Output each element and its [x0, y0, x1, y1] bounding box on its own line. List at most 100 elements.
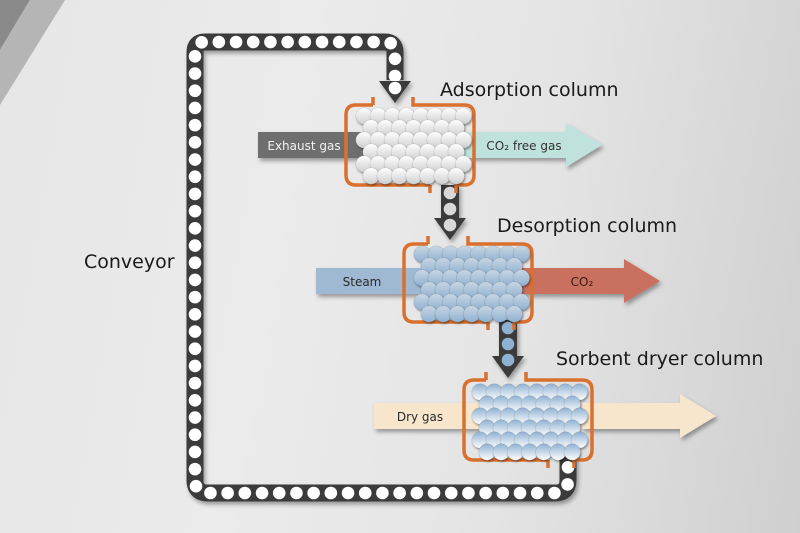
conveyor-bead	[188, 445, 202, 459]
conveyor-bead	[188, 394, 202, 407]
adsorption-column-title: Adsorption column	[440, 79, 619, 101]
conveyor-bead	[462, 486, 475, 500]
conveyor-bead	[188, 308, 202, 321]
inlet-label: Steam	[343, 275, 382, 289]
sorbent-dryer-column-title: Sorbent dryer column	[556, 348, 763, 370]
sorbent-particle	[447, 167, 465, 185]
conveyor-bead	[332, 35, 346, 49]
conveyor-bead	[376, 486, 389, 500]
conveyor-bead	[246, 35, 260, 49]
conveyor-belt	[186, 33, 577, 502]
conveyor-bead	[188, 118, 202, 132]
conveyor-bead	[229, 35, 243, 49]
conveyor-bead	[561, 478, 574, 491]
right-arrow-icon	[522, 259, 660, 303]
down-arrow-icon	[492, 356, 524, 378]
conveyor-bead	[188, 428, 202, 442]
desorption-to-dryer-arrow	[492, 320, 524, 378]
conveyor-bead	[204, 486, 217, 500]
inlet-label: Dry gas	[397, 410, 443, 424]
conveyor-bead	[548, 486, 561, 500]
sorbent-bed	[413, 245, 530, 323]
conveyor-bead	[513, 486, 527, 500]
conveyor-bead	[324, 486, 338, 500]
chute-bead	[443, 218, 457, 232]
sorbent-particle	[563, 443, 581, 461]
conveyor-bead	[188, 187, 202, 201]
right-arrow-icon	[464, 123, 602, 167]
conveyor-bead	[188, 222, 202, 235]
conveyor-bead	[255, 486, 269, 500]
conveyor-bead	[496, 486, 510, 500]
outlet-arrow	[464, 123, 602, 167]
conveyor-bead	[444, 486, 458, 500]
conveyor-bead	[195, 36, 208, 49]
conveyor-bead	[188, 239, 202, 252]
conveyor-bead	[307, 486, 320, 500]
conveyor-bead	[264, 35, 277, 49]
column-2: Steam CO₂	[316, 236, 660, 330]
feed-chute-arrow	[379, 81, 411, 103]
conveyor-bead	[188, 256, 202, 270]
conveyor-bead	[188, 136, 202, 149]
desorption-column-title: Desorption column	[497, 215, 677, 237]
outlet-label: CO₂ free gas	[486, 139, 561, 153]
chute-bead	[443, 202, 457, 216]
conveyor-bead	[188, 359, 202, 373]
chute-bead	[501, 337, 515, 351]
conveyor-bead	[315, 35, 329, 49]
conveyor-bead	[188, 84, 202, 98]
outlet-arrow	[582, 394, 716, 438]
conveyor-bead	[350, 35, 363, 49]
sorbent-bed	[355, 107, 472, 185]
conveyor-bead	[188, 153, 202, 166]
vessel-outline	[462, 372, 594, 468]
conveyor-bead	[341, 486, 355, 500]
conveyor-bead	[281, 35, 294, 49]
column-3: Dry gas	[374, 372, 716, 468]
conveyor-bead	[188, 101, 202, 115]
conveyor-bead	[188, 204, 202, 218]
conveyor-bead	[530, 486, 544, 500]
conveyor-bead	[189, 479, 203, 493]
adsorption-to-desorption-arrow	[434, 185, 466, 240]
conveyor-bead	[188, 411, 202, 424]
inlet-label: Exhaust gas	[267, 139, 340, 153]
conveyor-bead	[238, 486, 252, 500]
conveyor-bead	[384, 36, 397, 50]
outlet-label: CO₂	[571, 275, 594, 289]
conveyor-bead	[188, 462, 202, 476]
vessel-outline	[344, 97, 476, 193]
conveyor-bead	[188, 376, 202, 390]
right-arrow-icon	[582, 394, 716, 438]
corner-stripe-light	[0, 0, 65, 105]
conveyor-label: Conveyor	[84, 251, 175, 273]
conveyor-bead	[212, 35, 226, 49]
conveyor-bead	[290, 486, 303, 500]
conveyor-bead	[188, 67, 202, 80]
conveyor-bead	[410, 486, 424, 500]
sorbent-particle	[505, 305, 523, 323]
conveyor-bead	[388, 52, 402, 66]
chute-bead	[388, 81, 402, 95]
conveyor-bead	[393, 486, 406, 500]
conveyor-bead	[188, 170, 202, 184]
chute-bead	[501, 353, 515, 367]
column-1: Exhaust gas CO₂ free gas	[258, 97, 602, 193]
conveyor-bead	[388, 69, 402, 83]
conveyor-bead	[188, 273, 202, 287]
conveyor-bead	[358, 486, 372, 500]
chute-bead	[501, 321, 515, 335]
chute-bead	[443, 186, 457, 200]
conveyor-bead	[188, 325, 202, 338]
conveyor-bead	[479, 486, 492, 500]
conveyor-bead	[298, 35, 312, 49]
conveyor-bead	[188, 290, 202, 304]
sorbent-bed	[471, 383, 588, 461]
conveyor-bead	[188, 342, 202, 356]
conveyor-bead	[367, 35, 380, 49]
outlet-arrow	[522, 259, 660, 303]
vessel-outline	[402, 236, 534, 330]
conveyor-bead	[272, 486, 286, 500]
